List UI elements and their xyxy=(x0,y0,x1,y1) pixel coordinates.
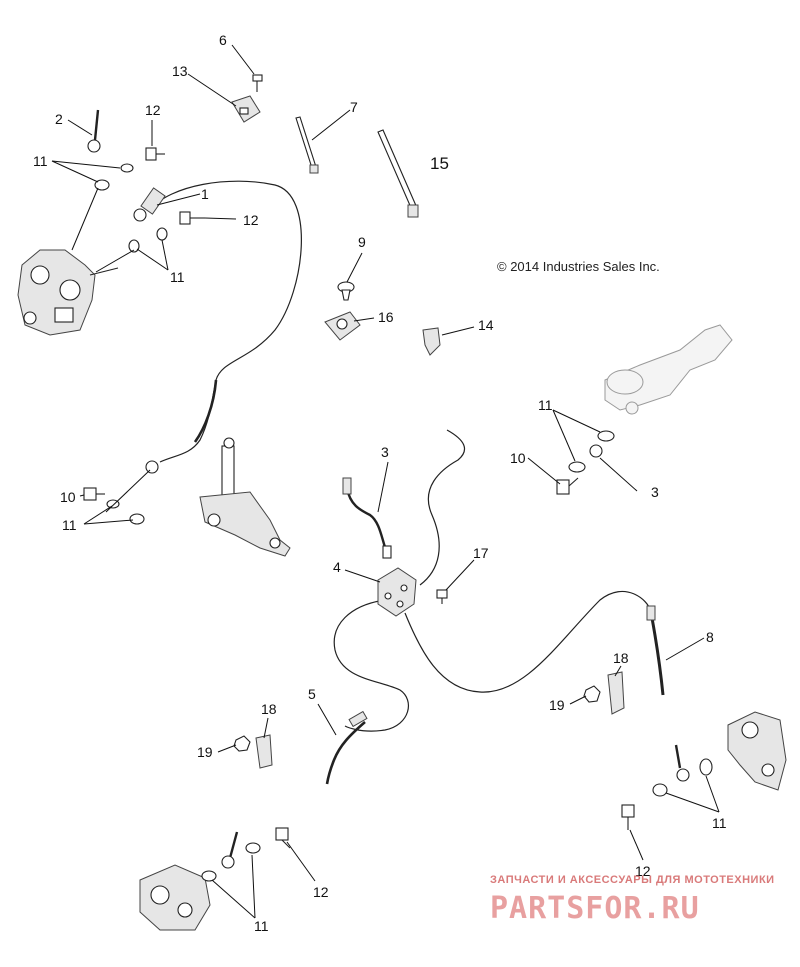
fitting-5 xyxy=(348,710,368,728)
callout-8: 8 xyxy=(706,629,714,645)
callout-18-left: 18 xyxy=(261,701,277,717)
washers-rear-right xyxy=(652,758,713,797)
callout-10-right: 10 xyxy=(510,450,526,466)
clamp-16 xyxy=(324,311,361,341)
master-cylinder-right xyxy=(604,324,733,415)
brake-hose-lower-loop xyxy=(333,599,409,732)
callout-12-top: 12 xyxy=(145,102,161,118)
callout-6: 6 xyxy=(219,32,227,48)
callout-3-right: 3 xyxy=(651,484,659,500)
callout-13: 13 xyxy=(172,63,188,79)
brake-hose-front-loop xyxy=(149,180,302,463)
front-left-caliper xyxy=(17,249,119,336)
callout-12-lower: 12 xyxy=(313,884,329,900)
callout-12-rear-right: 12 xyxy=(635,863,651,879)
watermark-tagline: ЗАПЧАСТИ И АКСЕССУАРЫ ДЛЯ МОТОТЕХНИКИ xyxy=(490,874,775,886)
parts xyxy=(17,74,787,931)
callout-11-top: 11 xyxy=(33,153,48,169)
bolt-12-top xyxy=(145,147,165,161)
callout-17: 17 xyxy=(473,545,489,561)
brake-lines xyxy=(93,109,682,859)
callout-labels: 6 13 7 2 12 15 11 1 12 9 © 2014 Industri… xyxy=(33,32,727,934)
callout-11-left: 11 xyxy=(62,517,77,533)
bolt-12-mid xyxy=(179,211,205,225)
washers-lower-left xyxy=(201,842,261,882)
callout-9: 9 xyxy=(358,234,366,250)
tie-strap-15 xyxy=(377,129,419,218)
brake-hose-front-loop-inner xyxy=(193,379,218,443)
brake-hose-rear xyxy=(404,590,651,693)
nut-19-right xyxy=(583,685,601,703)
brake-line-8 xyxy=(650,617,665,696)
copyright-text: © 2014 Industries Sales Inc. xyxy=(497,259,660,274)
fitting-8 xyxy=(646,605,656,621)
clamp-18-left xyxy=(255,734,273,769)
watermark: ЗАПЧАСТИ И АКСЕССУАРЫ ДЛЯ МОТОТЕХНИКИ PA… xyxy=(490,874,775,926)
brake-line-3-center xyxy=(345,487,388,551)
watermark-logo: PARTSFOR.RU xyxy=(490,891,700,926)
bolt-10-left xyxy=(83,487,105,501)
callout-11-right: 11 xyxy=(538,397,553,413)
callout-11-mid: 11 xyxy=(170,269,185,285)
brake-line-rear-right xyxy=(674,744,682,769)
brake-line-lower-left xyxy=(228,831,239,859)
callout-3-center: 3 xyxy=(381,444,389,460)
bolt-10-right xyxy=(556,477,579,495)
callout-18-right: 18 xyxy=(613,650,629,666)
clamp-18-right xyxy=(607,671,625,715)
fitting-2 xyxy=(87,139,101,153)
push-rivet-9 xyxy=(337,281,355,301)
fitting-3-center xyxy=(342,477,392,559)
callout-5: 5 xyxy=(308,686,316,702)
callout-15: 15 xyxy=(430,154,449,173)
banjo-fitting-left xyxy=(145,460,159,474)
callout-2: 2 xyxy=(55,111,63,127)
callout-19-right: 19 xyxy=(549,697,565,713)
callout-16: 16 xyxy=(378,309,394,325)
callout-4: 4 xyxy=(333,559,341,575)
leader-lines xyxy=(51,44,720,919)
brake-line-5 xyxy=(325,721,366,785)
callout-14: 14 xyxy=(478,317,494,333)
screw-6 xyxy=(252,74,263,92)
callout-11-rear-right: 11 xyxy=(712,815,727,831)
callout-11-lower: 11 xyxy=(254,918,269,934)
bolt-12-lower xyxy=(275,827,291,849)
rear-left-caliper xyxy=(139,864,211,931)
screw-17 xyxy=(436,589,448,604)
callout-10-left: 10 xyxy=(60,489,76,505)
rear-master-cylinder xyxy=(199,437,291,557)
callout-19-left: 19 xyxy=(197,744,213,760)
bolt-12-rear-right xyxy=(621,804,635,830)
brake-hose-upper xyxy=(419,429,466,586)
rear-right-caliper xyxy=(727,711,787,791)
clip-14 xyxy=(422,327,441,356)
tie-strap-7 xyxy=(295,116,319,174)
washers-right xyxy=(568,430,615,473)
callout-7: 7 xyxy=(350,99,358,115)
callout-1: 1 xyxy=(201,186,209,202)
nut-19-left xyxy=(233,735,251,752)
callout-12-mid: 12 xyxy=(243,212,259,228)
clip-13 xyxy=(231,95,261,123)
brake-line-2 xyxy=(93,109,100,141)
junction-block-4 xyxy=(377,567,417,617)
